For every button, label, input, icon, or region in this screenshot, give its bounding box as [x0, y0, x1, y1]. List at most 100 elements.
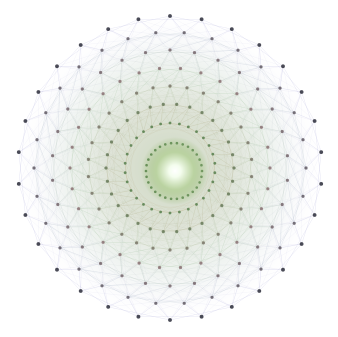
vertex	[68, 166, 71, 169]
vertex	[106, 305, 110, 309]
vertex	[239, 207, 242, 210]
vertex	[144, 51, 147, 54]
vertex	[106, 153, 109, 156]
vertex	[281, 130, 284, 133]
vertex	[231, 153, 234, 156]
vertex	[159, 123, 162, 126]
vertex	[106, 180, 109, 183]
vertex	[56, 130, 59, 133]
vertex	[118, 80, 121, 83]
vertex	[97, 207, 100, 210]
vertex	[220, 204, 223, 207]
vertex	[168, 248, 171, 251]
vertex	[169, 122, 172, 125]
vertex	[137, 315, 141, 319]
vertex	[137, 17, 141, 21]
vertex	[211, 119, 214, 122]
vertex	[126, 153, 129, 156]
vertex	[246, 192, 249, 195]
vertex	[266, 187, 269, 190]
vertex	[236, 284, 239, 287]
vertex	[260, 207, 263, 210]
vertex	[55, 64, 59, 68]
vertex	[168, 48, 171, 51]
vertex	[120, 274, 123, 277]
vertex	[24, 213, 28, 217]
vertex	[179, 67, 182, 70]
vertex	[136, 222, 139, 225]
vertex	[135, 197, 138, 200]
vertex	[126, 37, 129, 40]
vertex	[202, 241, 205, 244]
vertex	[202, 137, 205, 140]
vertex	[200, 222, 203, 225]
vertex	[17, 150, 21, 154]
vertex	[158, 67, 161, 70]
vertex	[217, 233, 220, 236]
vertex	[195, 203, 198, 206]
vertex	[238, 71, 241, 74]
vertex	[271, 107, 274, 110]
vertex	[88, 225, 91, 228]
vertex	[183, 302, 186, 305]
vertex	[56, 203, 59, 206]
vertex	[151, 86, 154, 89]
vertex	[278, 246, 281, 249]
vertex	[135, 241, 138, 244]
vertex	[102, 241, 105, 244]
vertex	[126, 214, 129, 217]
vertex	[210, 296, 213, 299]
vertex	[168, 84, 171, 87]
vertex	[239, 125, 242, 128]
vertex	[202, 92, 205, 95]
vertex	[281, 64, 285, 68]
vertex	[220, 129, 223, 132]
vertex	[236, 49, 239, 52]
vertex	[144, 282, 147, 285]
vertex	[44, 111, 47, 114]
vertex	[138, 262, 141, 265]
vertex	[266, 146, 269, 149]
vertex	[124, 171, 127, 174]
vertex	[293, 111, 296, 114]
vertex	[202, 197, 205, 200]
vertex	[120, 59, 123, 62]
vertex	[126, 119, 129, 122]
vertex	[319, 182, 323, 186]
vertex	[32, 166, 35, 169]
vertex	[162, 103, 165, 106]
vertex	[71, 187, 74, 190]
vertex	[77, 207, 80, 210]
vertex	[217, 100, 220, 103]
vertex	[281, 268, 285, 272]
vertex	[87, 158, 90, 161]
vertex	[216, 59, 219, 62]
vertex	[66, 225, 69, 228]
vertex	[260, 126, 263, 129]
vertex	[187, 208, 190, 211]
vertex	[55, 268, 59, 272]
vertex	[268, 166, 271, 169]
vertex	[81, 245, 84, 248]
vertex	[118, 253, 121, 256]
vertex	[130, 189, 133, 192]
vertex	[218, 253, 221, 256]
vertex	[199, 71, 202, 74]
vertex	[208, 189, 211, 192]
vertex	[142, 203, 145, 206]
vertex	[238, 262, 241, 265]
vertex	[37, 242, 41, 246]
vertex	[168, 318, 172, 322]
vertex	[108, 112, 111, 115]
vertex	[211, 181, 214, 184]
vertex	[126, 181, 129, 184]
vertex	[149, 106, 152, 109]
vertex	[88, 108, 91, 111]
vertex	[257, 43, 261, 47]
vertex	[100, 49, 103, 52]
vertex	[218, 80, 221, 83]
vertex	[313, 213, 317, 217]
vertex	[99, 71, 102, 74]
vertex	[87, 175, 90, 178]
vertex	[200, 17, 204, 21]
